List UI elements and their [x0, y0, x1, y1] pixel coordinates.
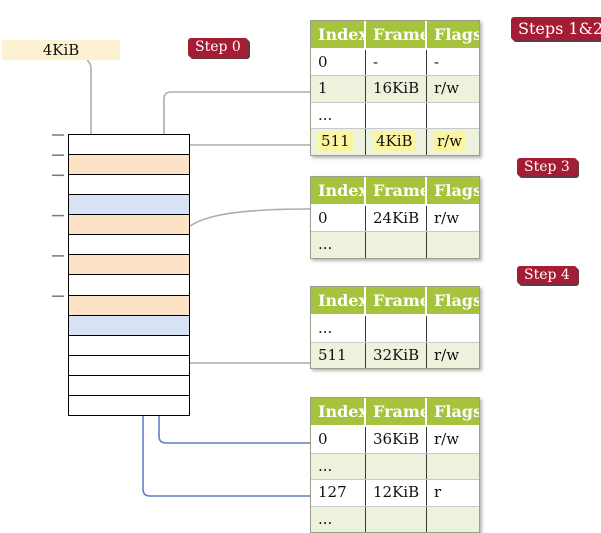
table-row: 1 16KiB r/w: [311, 75, 479, 102]
cell-index: 1: [311, 76, 366, 102]
memory-frame-row-mapped-page: [68, 193, 190, 216]
page-table-level-4: Index Frame Flags 0 - - 1 16KiB r/w ... …: [310, 19, 480, 156]
cell-index: 0: [311, 427, 366, 453]
memory-frame-row-page-table: [68, 214, 190, 236]
memory-frame-row: [68, 334, 190, 357]
column-header-index: Index: [311, 20, 366, 48]
memory-frame-row: [68, 355, 190, 377]
cell-frame: 16KiB: [366, 76, 427, 102]
cell-index: ...: [311, 102, 366, 128]
cell-flags: r/w: [427, 129, 479, 155]
cell-flags: [427, 232, 479, 258]
cr3-register-box: 4KiB: [2, 40, 120, 60]
column-header-index: Index: [311, 398, 366, 425]
cell-index: 127: [311, 480, 366, 506]
cell-index: ...: [311, 506, 366, 532]
memory-frame-row: [68, 395, 190, 417]
cell-flags: [427, 507, 479, 533]
connector-table3-entry511-to-frame-32kib: [173, 304, 310, 364]
highlight-mark: 511: [318, 131, 353, 151]
column-header-index: Index: [311, 287, 366, 314]
table-row-recursive-highlighted: 511 4KiB r/w: [311, 128, 479, 155]
column-header-flags: Flags: [434, 402, 479, 421]
table-row: 0 - -: [311, 49, 479, 75]
cell-frame: [366, 316, 427, 342]
memory-frame-row: [68, 375, 190, 397]
page-table-level-2: Index Frame Flags ... 511 32KiB r/w: [310, 286, 480, 369]
cell-flags: [427, 454, 479, 480]
connector-table2-entry0-to-frame-24kib: [173, 208, 311, 261]
table-header-row: Index Frame Flags: [311, 176, 479, 206]
cell-frame: [366, 506, 427, 532]
cell-frame: -: [366, 49, 427, 75]
cell-frame: [366, 102, 427, 128]
cell-frame: 4KiB: [366, 129, 427, 155]
table-row-ellipsis: ...: [311, 452, 479, 480]
memory-frame-row: [68, 274, 190, 296]
memory-frame-row-page-table: [68, 294, 190, 316]
cell-flags: r/w: [434, 208, 460, 227]
badge-steps-1-2: Steps 1&2: [511, 17, 601, 40]
cell-flags: r/w: [434, 345, 460, 364]
cell-frame: 24KiB: [366, 205, 427, 231]
cell-frame: 32KiB: [366, 342, 427, 368]
table-header-row: Index Frame Flags: [311, 287, 479, 316]
physical-memory-strip: [68, 133, 190, 417]
cell-flags: -: [434, 52, 440, 71]
table-row-ellipsis: ...: [311, 316, 479, 342]
cell-frame: 36KiB: [366, 427, 427, 453]
memory-ticks: [52, 134, 64, 297]
cell-flags: [427, 103, 479, 129]
table-row-ellipsis: ...: [311, 101, 479, 129]
cell-index: 0: [311, 49, 366, 75]
table-row-ellipsis: ...: [311, 231, 479, 258]
badge-step-4: Step 4: [517, 266, 577, 284]
table-row: 511 32KiB r/w: [311, 341, 479, 368]
page-table-level-1: Index Frame Flags 0 36KiB r/w ... 127 12…: [310, 397, 480, 533]
cell-index: ...: [311, 316, 366, 342]
cell-index: 511: [311, 342, 366, 368]
table-header-row: Index Frame Flags: [311, 20, 479, 50]
table-row: 0 36KiB r/w: [311, 427, 479, 453]
cell-flags: [427, 316, 479, 342]
table-row: 127 12KiB r: [311, 479, 479, 506]
badge-step-3: Step 3: [517, 158, 577, 176]
page-table-level-3: Index Frame Flags 0 24KiB r/w ...: [310, 175, 480, 259]
column-header-flags: Flags: [434, 180, 479, 200]
table-row-ellipsis: ...: [311, 505, 479, 533]
column-header-frame: Frame: [366, 176, 427, 204]
column-header-flags: Flags: [434, 291, 479, 310]
column-header-index: Index: [311, 176, 366, 204]
memory-frame-row-page-table: [68, 254, 190, 276]
cell-index: ...: [311, 453, 366, 479]
column-header-frame: Frame: [366, 287, 427, 314]
cell-index: 0: [311, 205, 366, 231]
table-header-row: Index Frame Flags: [311, 398, 479, 427]
cell-index: 511: [311, 129, 366, 155]
cell-frame: [366, 453, 427, 479]
cell-frame: [366, 232, 427, 258]
cell-flags: r: [434, 483, 442, 501]
cell-flags: r/w: [434, 430, 460, 448]
cell-frame: 12KiB: [366, 480, 427, 506]
cell-flags: r/w: [434, 79, 460, 97]
connector-table1-entry511-to-frame-4kib-recursive: [171, 144, 310, 166]
memory-frame-row: [68, 173, 190, 195]
column-header-flags: Flags: [434, 24, 479, 44]
badge-step-0: Step 0: [188, 38, 248, 57]
highlight-mark: 4KiB: [373, 131, 416, 151]
memory-frame-row-mapped-page: [68, 314, 190, 336]
highlight-mark: r/w: [434, 131, 466, 151]
memory-frame-row-page-table: [68, 153, 190, 175]
cell-index: ...: [311, 232, 366, 258]
table-row: 0 24KiB r/w: [311, 205, 479, 231]
column-header-frame: Frame: [366, 20, 427, 48]
column-header-frame: Frame: [366, 398, 427, 425]
memory-frame-row: [68, 133, 190, 155]
memory-frame-row: [68, 234, 190, 256]
